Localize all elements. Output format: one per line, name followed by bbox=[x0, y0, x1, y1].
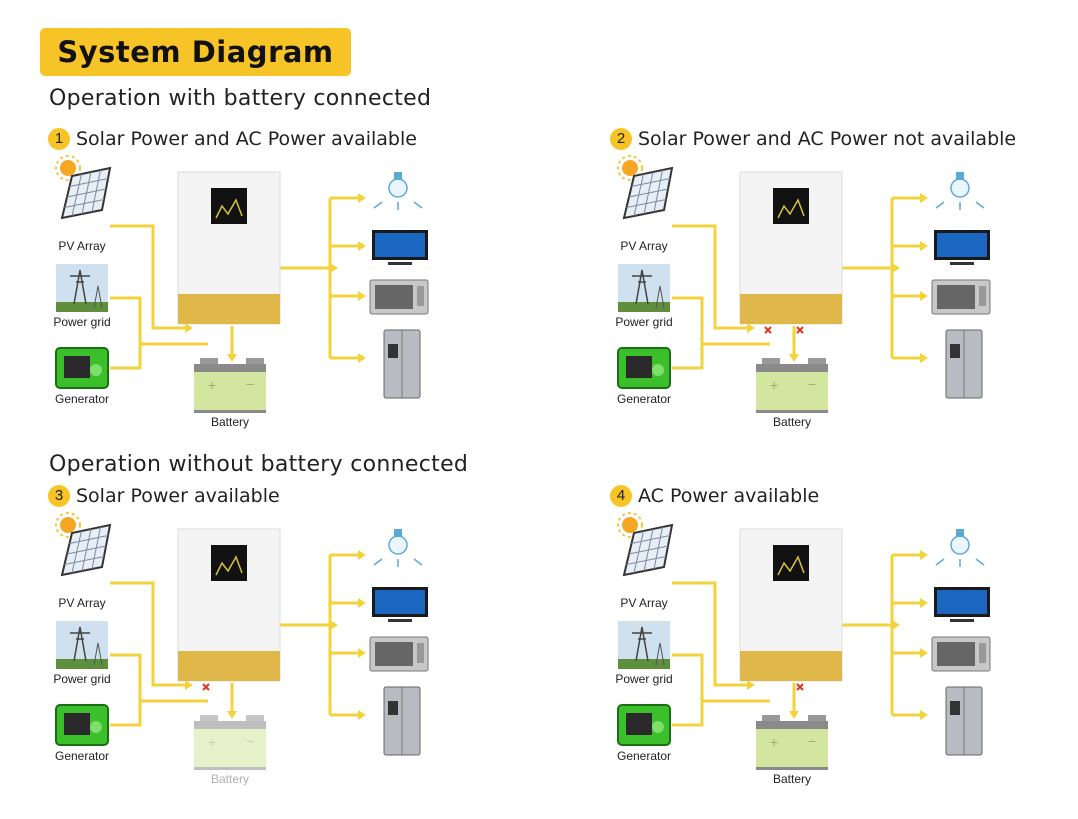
tv-icon bbox=[934, 587, 990, 622]
power-grid-label: Power grid bbox=[53, 672, 110, 686]
battery-icon: +− bbox=[194, 715, 266, 770]
step-number-badge: 3 bbox=[48, 485, 70, 507]
pv-array-label: PV Array bbox=[620, 596, 667, 610]
svg-text:+: + bbox=[770, 377, 778, 393]
panel-heading-text: Solar Power and AC Power available bbox=[76, 128, 417, 150]
battery-icon: +− bbox=[756, 715, 828, 770]
wiring bbox=[672, 196, 920, 370]
power-grid-icon bbox=[618, 621, 670, 669]
fridge-icon bbox=[945, 329, 983, 399]
pv-array-icon bbox=[617, 155, 674, 220]
fridge-icon bbox=[945, 686, 983, 756]
power-grid-icon bbox=[56, 264, 108, 312]
fridge-icon bbox=[383, 686, 421, 756]
pv-array-icon bbox=[55, 155, 112, 220]
pv-array-label: PV Array bbox=[620, 239, 667, 253]
generator-icon bbox=[55, 704, 109, 746]
generator-icon bbox=[617, 704, 671, 746]
pv-array-label: PV Array bbox=[58, 239, 105, 253]
grid-disconnect-cross bbox=[764, 326, 772, 334]
step-number-badge: 4 bbox=[610, 485, 632, 507]
microwave-icon bbox=[369, 636, 429, 672]
panel-heading: 3 Solar Power available bbox=[48, 485, 280, 507]
battery-label: Battery bbox=[211, 772, 249, 786]
power-grid-icon bbox=[56, 621, 108, 669]
tv-icon bbox=[934, 230, 990, 265]
panel-heading-text: Solar Power available bbox=[76, 485, 280, 507]
page-title: System Diagram bbox=[57, 35, 334, 69]
battery-icon: +− bbox=[756, 358, 828, 413]
generator-label: Generator bbox=[55, 749, 109, 763]
power-grid-label: Power grid bbox=[615, 672, 672, 686]
grid-disconnect-cross bbox=[202, 683, 210, 691]
step-number-badge: 2 bbox=[610, 128, 632, 150]
power-grid-label: Power grid bbox=[615, 315, 672, 329]
battery-label: Battery bbox=[773, 772, 811, 786]
svg-text:−: − bbox=[808, 376, 816, 392]
battery-disconnect-cross bbox=[796, 326, 804, 334]
bulb-icon bbox=[373, 529, 423, 567]
inverter-icon bbox=[739, 528, 843, 682]
pv-array-icon bbox=[617, 512, 674, 577]
battery-label: Battery bbox=[211, 415, 249, 429]
bulb-icon bbox=[935, 172, 985, 210]
microwave-icon bbox=[369, 279, 429, 315]
inverter-icon bbox=[177, 528, 281, 682]
bulb-icon bbox=[373, 172, 423, 210]
section-heading-without-battery: Operation without battery connected bbox=[49, 452, 469, 477]
svg-text:+: + bbox=[208, 734, 216, 750]
microwave-icon bbox=[931, 636, 991, 672]
tv-icon bbox=[372, 587, 428, 622]
battery-icon: +− bbox=[194, 358, 266, 413]
generator-label: Generator bbox=[617, 749, 671, 763]
section-heading-with-battery: Operation with battery connected bbox=[49, 86, 432, 111]
inverter-icon bbox=[739, 171, 843, 325]
battery-disconnect-cross bbox=[796, 683, 804, 691]
panel-heading: 2 Solar Power and AC Power not available bbox=[610, 128, 1016, 150]
panel-heading-text: Solar Power and AC Power not available bbox=[638, 128, 1017, 150]
power-grid-icon bbox=[618, 264, 670, 312]
step-number-badge: 1 bbox=[48, 128, 70, 150]
svg-text:−: − bbox=[808, 733, 816, 749]
generator-label: Generator bbox=[55, 392, 109, 406]
inverter-icon bbox=[177, 171, 281, 325]
panel-heading: 4 AC Power available bbox=[610, 485, 819, 507]
panel-heading: 1 Solar Power and AC Power available bbox=[48, 128, 417, 150]
pv-array-label: PV Array bbox=[58, 596, 105, 610]
svg-text:−: − bbox=[246, 376, 254, 392]
svg-text:+: + bbox=[770, 734, 778, 750]
panel-heading-text: AC Power available bbox=[638, 485, 820, 507]
pv-array-icon bbox=[55, 512, 112, 577]
svg-text:+: + bbox=[208, 377, 216, 393]
microwave-icon bbox=[931, 279, 991, 315]
fridge-icon bbox=[383, 329, 421, 399]
diagram-panel-1: 1 Solar Power and AC Power available PV Ar… bbox=[48, 128, 518, 429]
generator-label: Generator bbox=[617, 392, 671, 406]
wiring bbox=[672, 553, 920, 727]
generator-icon bbox=[617, 347, 671, 389]
svg-text:−: − bbox=[246, 733, 254, 749]
power-grid-label: Power grid bbox=[53, 315, 110, 329]
bulb-icon bbox=[935, 529, 985, 567]
title-banner: System Diagram bbox=[40, 28, 351, 76]
generator-icon bbox=[55, 347, 109, 389]
battery-label: Battery bbox=[773, 415, 811, 429]
wiring bbox=[110, 196, 358, 370]
wiring bbox=[110, 553, 358, 727]
tv-icon bbox=[372, 230, 428, 265]
